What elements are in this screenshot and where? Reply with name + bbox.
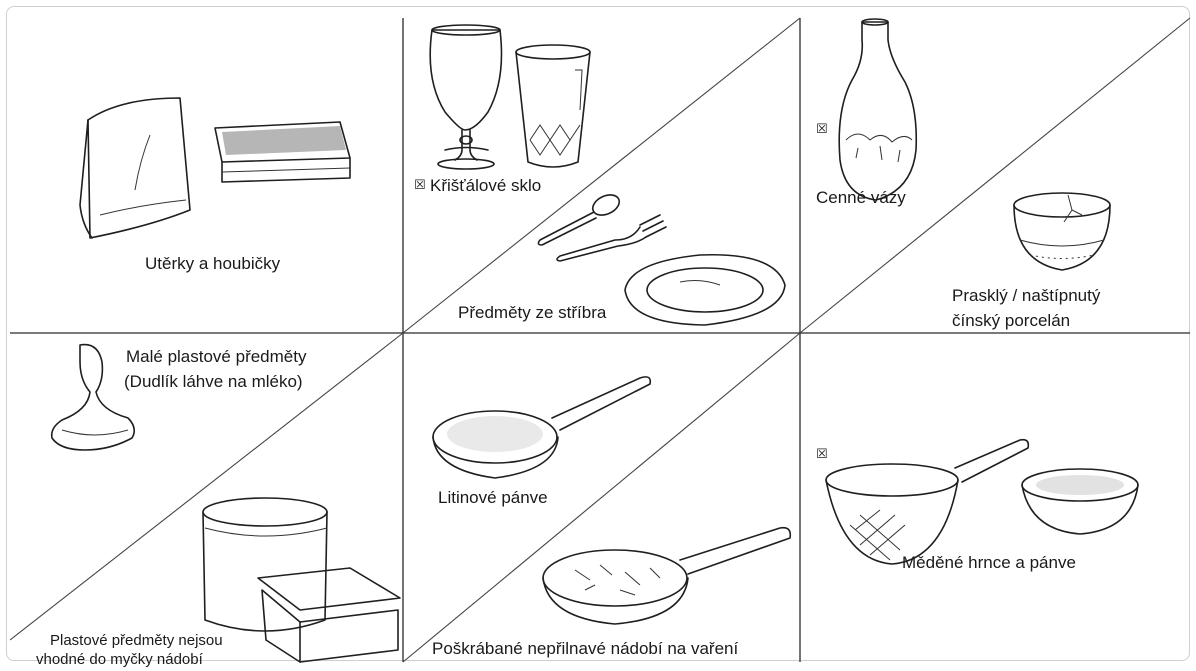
diagonal-separators	[9, 17, 1191, 663]
vases-marker: ☒	[816, 122, 828, 137]
silver-platter-icon	[624, 253, 786, 326]
label-cast-iron-pans: Litinové pánve	[438, 488, 548, 507]
pacifier-icon	[50, 343, 136, 451]
label-plastic-line1: Plastové předměty nejsou	[50, 632, 223, 649]
label-copper-pots-pans: Měděné hrnce a pánve	[902, 553, 1076, 572]
label-scratched-nonstick: Poškrábané nepřilnavé nádobí na vaření	[432, 639, 739, 658]
label-small-plastic-line2: (Dudlík láhve na mléko)	[124, 372, 303, 391]
copper-pot-icon	[825, 438, 1030, 565]
label-cracked-china-line2: čínský porcelán	[952, 311, 1071, 330]
round-plastic-container-icon	[202, 497, 328, 632]
cast-iron-pan-icon	[432, 376, 652, 479]
towel-icon	[79, 97, 191, 239]
sponge-icon	[214, 121, 351, 183]
copper-marker: ☒	[816, 447, 828, 462]
label-small-plastic-line1: Malé plastové předměty	[126, 347, 307, 366]
label-crystal-glass: Křišťálové sklo	[430, 176, 542, 195]
label-towels-sponges: Utěrky a houbičky	[145, 254, 281, 273]
label-cracked-china-line1: Prasklý / naštípnutý	[952, 286, 1101, 305]
silver-cutlery-icon	[537, 194, 667, 262]
cracked-china-bowl-icon	[1013, 192, 1111, 271]
grid-lines	[10, 18, 1190, 662]
label-silver-items: Předměty ze stříbra	[458, 303, 607, 322]
label-plastic-line2: vhodné do myčky nádobí	[36, 651, 203, 668]
label-valuable-vases: Cenné vázy	[816, 188, 906, 207]
scratched-nonstick-pan-icon	[542, 526, 792, 625]
vase-icon	[838, 18, 918, 201]
copper-pan-icon	[1021, 468, 1139, 535]
wine-glass-icon	[429, 24, 503, 170]
tumbler-glass-icon	[515, 44, 591, 168]
square-plastic-box-icon	[257, 567, 401, 663]
crystal-marker: ☒	[414, 178, 426, 193]
